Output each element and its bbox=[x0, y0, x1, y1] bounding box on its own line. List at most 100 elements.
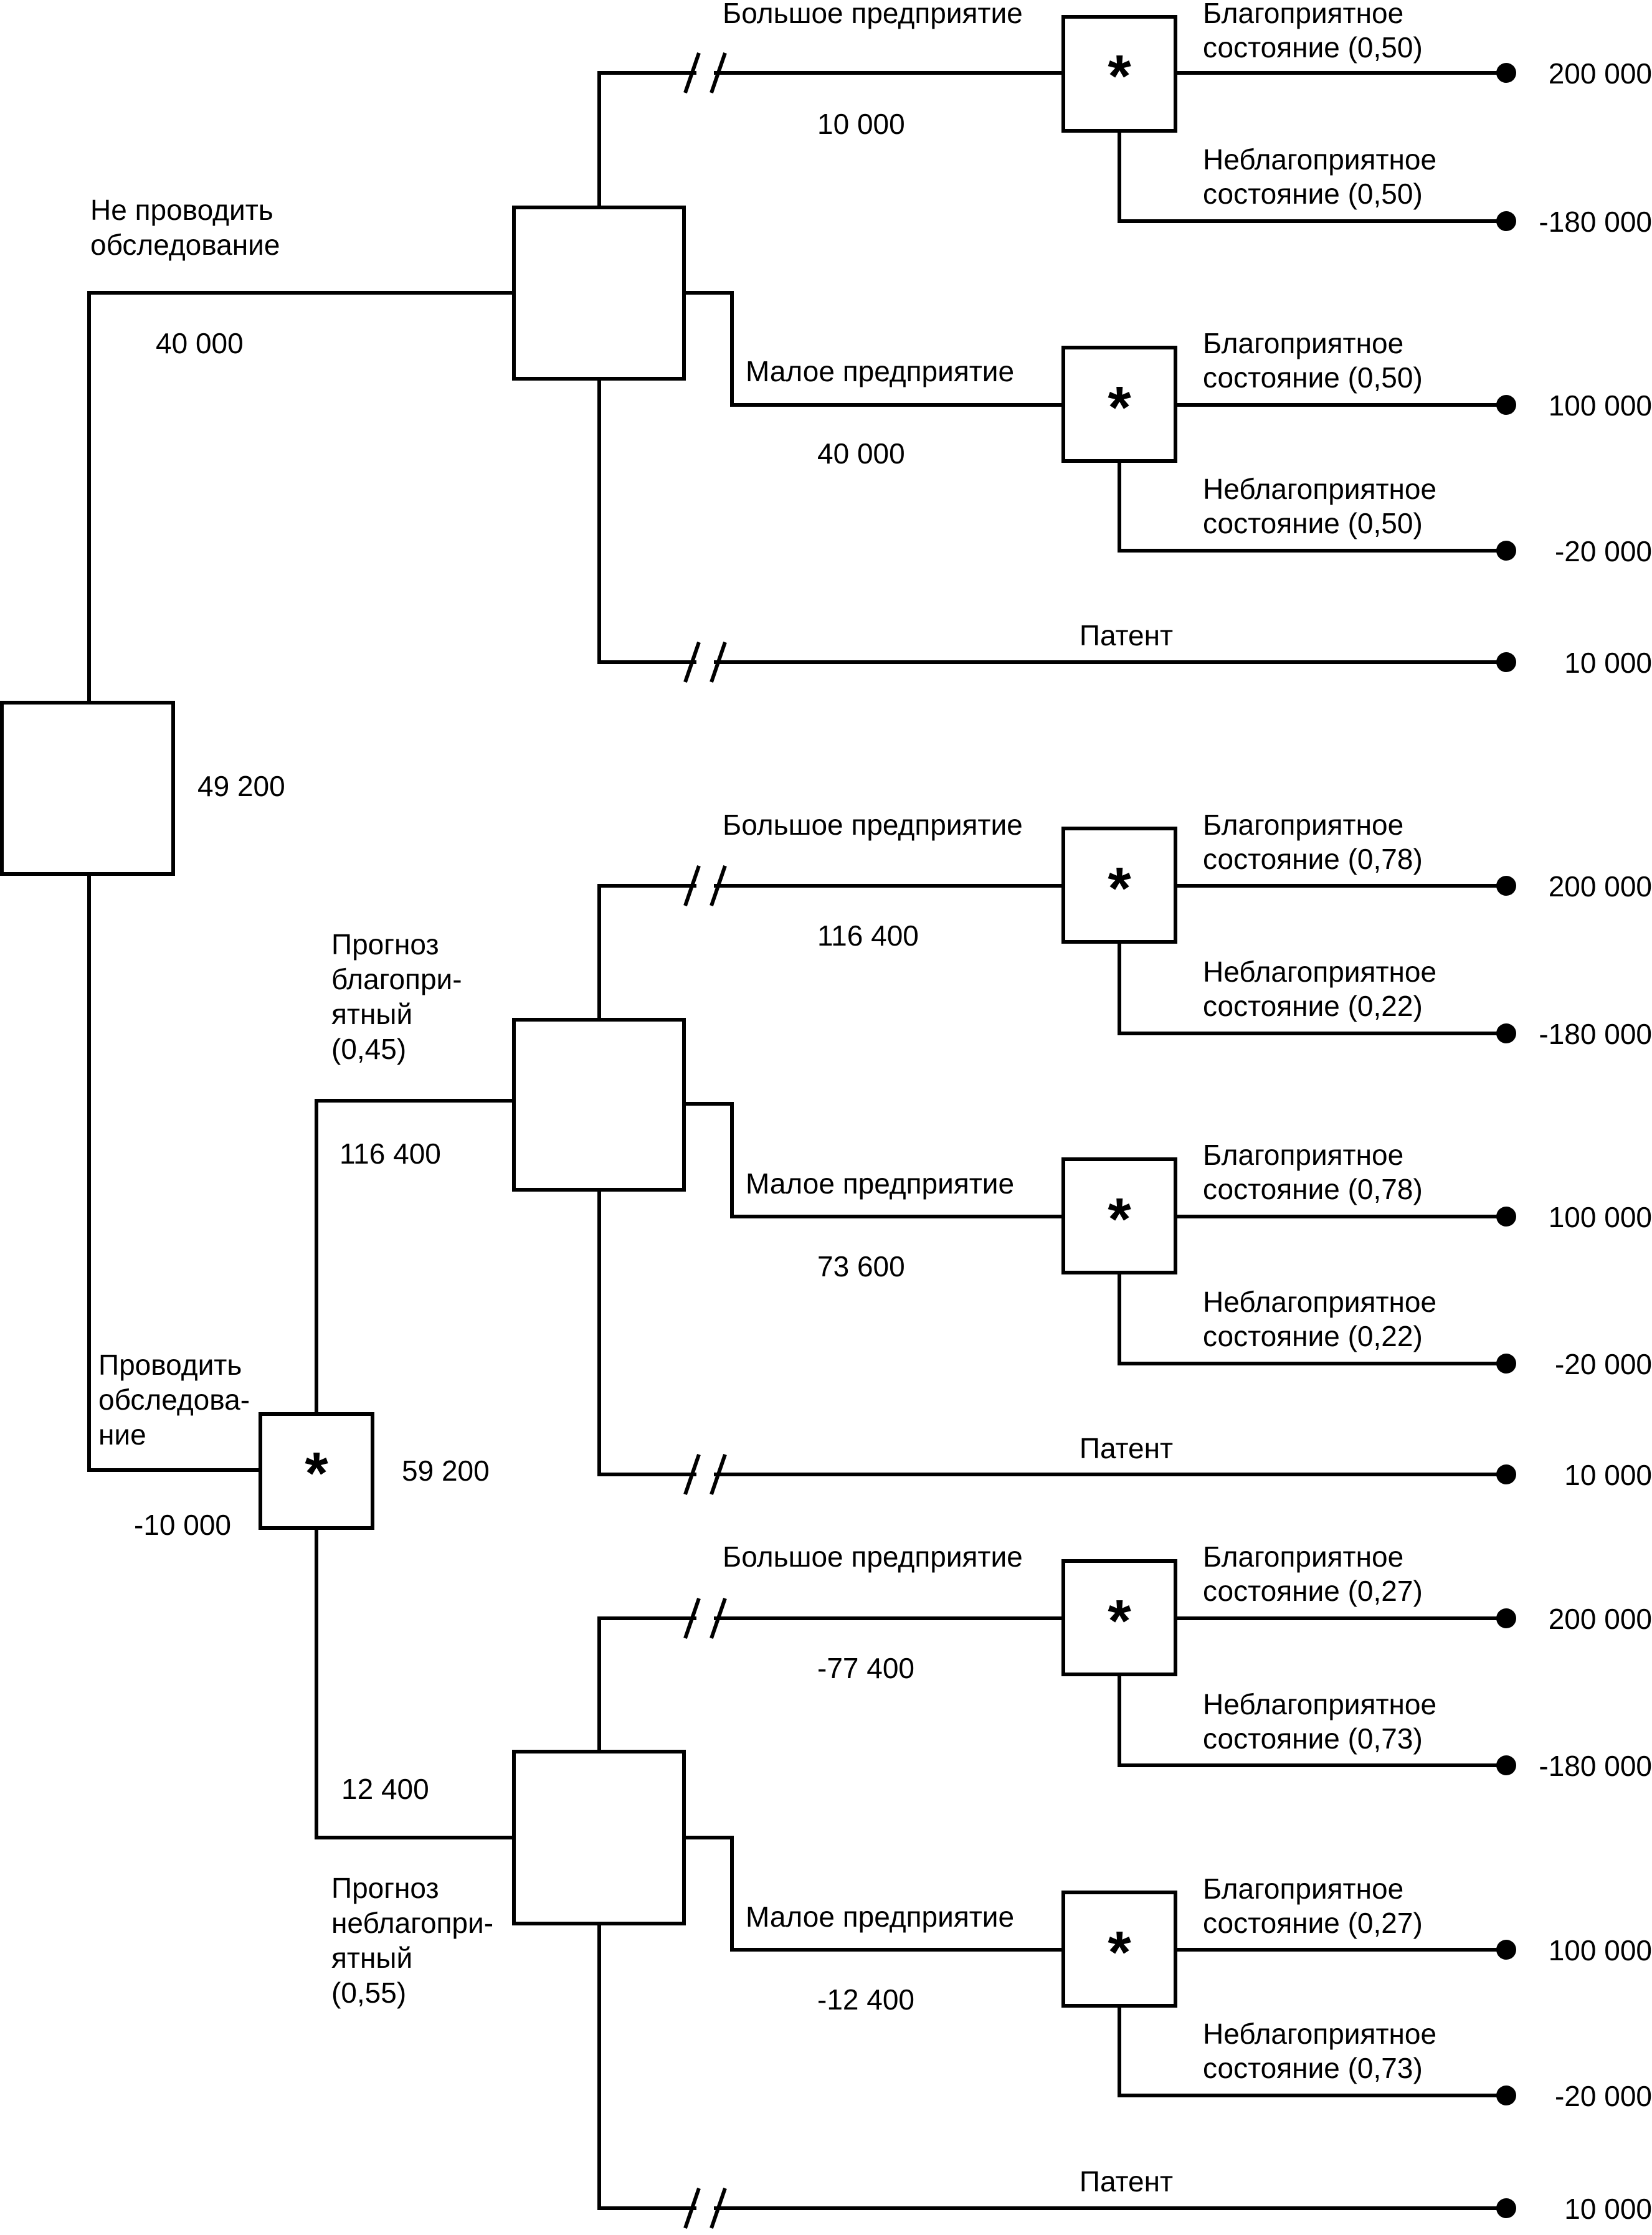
good-small-fav-line2: состояние (0,78) bbox=[1203, 1173, 1423, 1205]
good-forecast-label-line4: (0,45) bbox=[331, 1033, 406, 1065]
prune-mark bbox=[683, 1454, 727, 1495]
no-survey-decision-node bbox=[512, 206, 686, 381]
no-survey-large-value: 10 000 bbox=[817, 108, 905, 140]
bad-small-value: -12 400 bbox=[817, 1983, 914, 2016]
bad-small-label: Малое предприятие bbox=[746, 1900, 1014, 1933]
bad-forecast-label-line4: (0,55) bbox=[331, 1976, 406, 2009]
good-patent-label: Патент bbox=[1080, 1432, 1173, 1464]
bad-small-unfav-line2: состояние (0,73) bbox=[1203, 2052, 1423, 2084]
survey-label-line2: обследова- bbox=[98, 1383, 250, 1416]
terminal-dot bbox=[1496, 1207, 1516, 1227]
no-survey-small-unfav-payoff: -20 000 bbox=[1555, 535, 1652, 567]
edge-root-to-survey bbox=[87, 872, 262, 1472]
terminal-dot bbox=[1496, 2198, 1516, 2218]
survey-chance-symbol: * bbox=[305, 1440, 328, 1507]
root-value: 49 200 bbox=[197, 770, 285, 802]
no-survey-large-chance-symbol: * bbox=[1108, 43, 1131, 110]
bad-small-chance-symbol: * bbox=[1108, 1919, 1131, 1986]
bad-small-fav-line2: состояние (0,27) bbox=[1203, 1907, 1423, 1939]
no-survey-patent-payoff: 10 000 bbox=[1564, 647, 1652, 679]
bad-small-fav-payoff: 100 000 bbox=[1549, 1934, 1652, 1967]
edge-no-survey-small-unfav bbox=[1118, 459, 1508, 553]
edge-good-small-unfav bbox=[1118, 1271, 1508, 1365]
bad-small-unfav-line1: Неблагоприятное bbox=[1203, 2018, 1436, 2050]
edge-survey-to-good-forecast bbox=[315, 1099, 516, 1416]
edge-bad-large-unfav bbox=[1118, 1673, 1508, 1767]
terminal-dot bbox=[1496, 876, 1516, 896]
no-survey-large-unfav-line2: состояние (0,50) bbox=[1203, 178, 1423, 210]
no-survey-small-fav-line1: Благоприятное bbox=[1203, 327, 1403, 359]
prune-mark bbox=[683, 52, 727, 93]
good-forecast-label-line1: Прогноз bbox=[331, 928, 439, 961]
no-survey-small-unfav-line2: состояние (0,50) bbox=[1203, 507, 1423, 539]
good-small-unfav-payoff: -20 000 bbox=[1555, 1348, 1652, 1380]
edge-no-survey-large-unfav bbox=[1118, 129, 1508, 223]
bad-small-chance-node bbox=[1061, 1891, 1177, 2008]
good-large-unfav-payoff: -180 000 bbox=[1539, 1018, 1652, 1050]
bad-forecast-label-line1: Прогноз bbox=[331, 1872, 439, 1904]
edge-bad-small bbox=[682, 1836, 1065, 1952]
terminal-dot bbox=[1496, 1354, 1516, 1374]
bad-forecast-label-line2: неблагопри- bbox=[331, 1907, 493, 1939]
good-small-value: 73 600 bbox=[817, 1250, 905, 1283]
edge-bad-patent bbox=[597, 1922, 1508, 2210]
no-survey-label-line1: Не проводить bbox=[90, 194, 273, 226]
no-survey-large-unfav-payoff: -180 000 bbox=[1539, 206, 1652, 238]
good-small-unfav-line1: Неблагоприятное bbox=[1203, 1286, 1436, 1318]
good-large-chance-node bbox=[1061, 827, 1177, 944]
no-survey-large-label: Большое предприятие bbox=[723, 0, 1023, 29]
labels-bad-forecast: Большое предприятие -77 400 Благоприятно… bbox=[723, 1540, 1652, 2225]
bad-large-fav-payoff: 200 000 bbox=[1549, 1603, 1652, 1635]
labels-good-forecast: Большое предприятие 116 400 Благоприятно… bbox=[723, 809, 1652, 1491]
prune-mark bbox=[683, 2188, 727, 2229]
no-survey-small-value: 40 000 bbox=[817, 437, 905, 470]
no-survey-patent-label: Патент bbox=[1080, 619, 1173, 652]
no-survey-small-chance-node bbox=[1061, 346, 1177, 463]
good-large-unfav-line1: Неблагоприятное bbox=[1203, 956, 1436, 988]
no-survey-small-fav-line2: состояние (0,50) bbox=[1203, 361, 1423, 394]
good-forecast-decision-node bbox=[512, 1018, 686, 1192]
good-forecast-label-line2: благопри- bbox=[331, 963, 462, 995]
survey-cost: -10 000 bbox=[134, 1509, 231, 1541]
good-small-chance-node bbox=[1061, 1157, 1177, 1274]
edge-survey-to-bad-forecast bbox=[315, 1524, 516, 1839]
no-survey-large-fav-line1: Благоприятное bbox=[1203, 0, 1403, 29]
tree-nodes: * * * * * * * bbox=[0, 15, 1177, 2008]
bad-large-unfav-line2: состояние (0,73) bbox=[1203, 1722, 1423, 1755]
good-small-fav-line1: Благоприятное bbox=[1203, 1139, 1403, 1171]
no-survey-label-line2: обследование bbox=[90, 229, 280, 261]
no-survey-small-fav-payoff: 100 000 bbox=[1549, 389, 1652, 422]
prune-mark bbox=[683, 1598, 727, 1639]
no-survey-large-unfav-line1: Неблагоприятное bbox=[1203, 143, 1436, 176]
bad-large-chance-symbol: * bbox=[1108, 1588, 1131, 1654]
bad-large-unfav-line1: Неблагоприятное bbox=[1203, 1688, 1436, 1720]
bad-forecast-decision-node bbox=[512, 1750, 686, 1925]
edge-no-survey-patent bbox=[597, 377, 1508, 664]
good-large-fav-line1: Благоприятное bbox=[1203, 809, 1403, 841]
good-small-fav-payoff: 100 000 bbox=[1549, 1201, 1652, 1233]
bad-patent-label: Патент bbox=[1080, 2165, 1173, 2198]
no-survey-large-chance-node bbox=[1061, 15, 1177, 133]
no-survey-large-fav-line2: состояние (0,50) bbox=[1203, 31, 1423, 64]
labels-top-level: 49 200 Не проводить обследование 40 000 … bbox=[90, 194, 493, 2009]
good-forecast-label-line3: ятный bbox=[331, 998, 412, 1030]
prune-mark bbox=[683, 642, 727, 683]
survey-label-line1: Проводить bbox=[98, 1349, 242, 1381]
survey-label-line3: ние bbox=[98, 1418, 146, 1451]
edge-root-to-no-survey bbox=[87, 291, 516, 705]
good-patent-payoff: 10 000 bbox=[1564, 1459, 1652, 1491]
good-small-label: Малое предприятие bbox=[746, 1167, 1014, 1200]
terminal-dot bbox=[1496, 1940, 1516, 1960]
survey-value: 59 200 bbox=[402, 1454, 490, 1487]
no-survey-small-unfav-line1: Неблагоприятное bbox=[1203, 473, 1436, 505]
terminal-dot bbox=[1496, 1464, 1516, 1484]
bad-small-fav-line1: Благоприятное bbox=[1203, 1872, 1403, 1905]
bad-forecast-label-line3: ятный bbox=[331, 1942, 412, 1974]
terminal-dot bbox=[1496, 395, 1516, 415]
no-survey-small-label: Малое предприятие bbox=[746, 355, 1014, 387]
labels-no-survey: Большое предприятие 10 000 Благоприятное… bbox=[723, 0, 1652, 679]
edge-good-large bbox=[597, 884, 1065, 1022]
bad-large-label: Большое предприятие bbox=[723, 1540, 1023, 1573]
terminal-dot bbox=[1496, 652, 1516, 672]
